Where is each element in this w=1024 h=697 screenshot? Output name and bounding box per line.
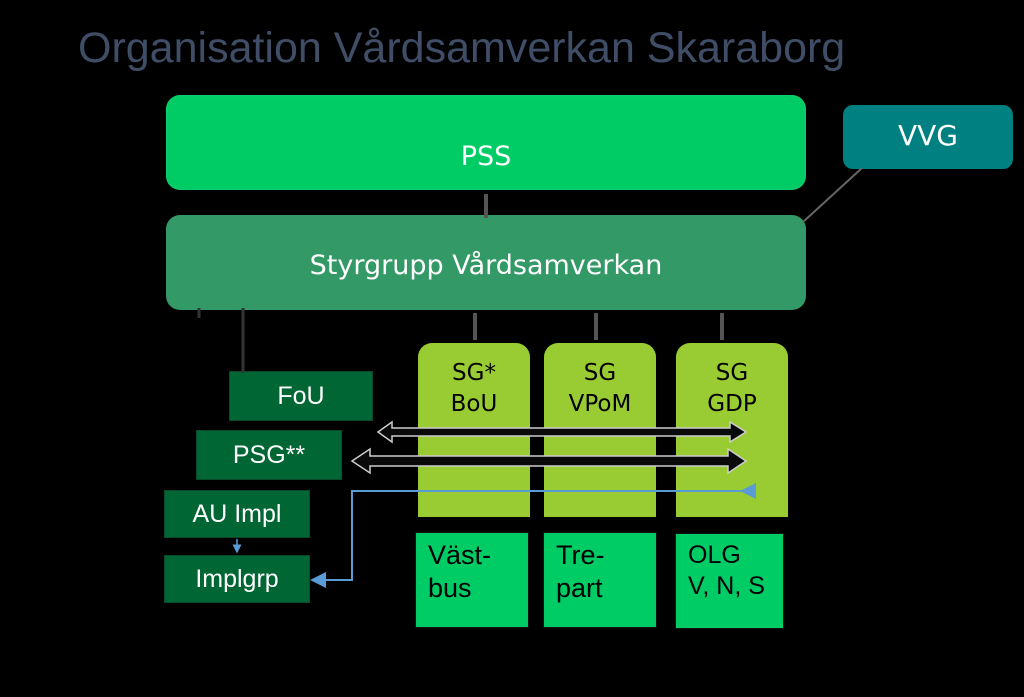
vvg-label: VVG bbox=[897, 118, 958, 152]
pss-label: PSS bbox=[460, 141, 512, 172]
sg-bou-line1: SG* bbox=[452, 360, 496, 386]
implgrp-box: Implgrp bbox=[164, 555, 310, 603]
vvg-styr-connector bbox=[802, 167, 863, 223]
pss-box: PSS bbox=[166, 95, 806, 190]
sg-vpom-line2: VPoM bbox=[568, 391, 632, 417]
sg-vpom-line1: SG bbox=[583, 360, 617, 386]
sg-gdp-line2: GDP bbox=[707, 391, 757, 417]
au-impl-label: AU Impl bbox=[192, 499, 282, 528]
fou-box: FoU bbox=[229, 371, 373, 421]
sg-bou-line2: BoU bbox=[450, 391, 498, 417]
sg-gdp-line1: SG bbox=[715, 360, 749, 386]
au-impl-box: AU Impl bbox=[164, 490, 310, 538]
page-title: Organisation Vårdsamverkan Skaraborg bbox=[78, 24, 846, 72]
double-arrow-top bbox=[376, 420, 748, 444]
styrgrupp-box: Styrgrupp Vårdsamverkan bbox=[166, 215, 806, 310]
styrgrupp-label: Styrgrupp Vårdsamverkan bbox=[309, 250, 663, 281]
implgrp-label: Implgrp bbox=[195, 564, 279, 593]
fou-label: FoU bbox=[277, 381, 325, 410]
psg-label: PSG** bbox=[232, 440, 306, 469]
psg-box: PSG** bbox=[196, 430, 342, 480]
vvg-box: VVG bbox=[843, 105, 1013, 169]
double-arrow-bottom bbox=[350, 447, 748, 475]
blue-connector-implgrp bbox=[310, 483, 756, 588]
